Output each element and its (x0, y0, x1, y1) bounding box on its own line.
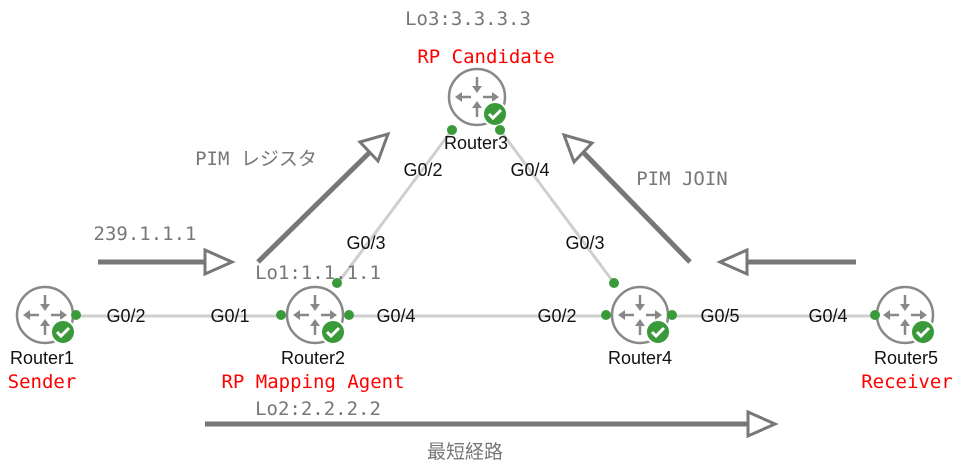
router-role: RP Candidate (417, 46, 554, 68)
interface-label: G0/2 (403, 160, 442, 180)
port-dots (71, 125, 880, 320)
group-address-label: 239.1.1.1 (94, 223, 197, 245)
link-r3-r4 (498, 129, 616, 284)
router-icon[interactable] (285, 285, 347, 346)
router-icon[interactable] (610, 285, 672, 346)
router-name: Router2 (281, 348, 345, 368)
interface-label: G0/4 (808, 306, 847, 326)
interface-label: G0/3 (346, 233, 385, 253)
router-icon[interactable] (875, 285, 937, 346)
loopback-label: Lo3:3.3.3.3 (405, 8, 531, 30)
arrow-pim-join (561, 132, 692, 264)
loopback-label: Lo2:2.2.2.2 (255, 398, 381, 420)
interface-label: G0/3 (565, 233, 604, 253)
pim-join-label: PIM JOIN (636, 168, 728, 190)
arrow-multicast-source (98, 247, 236, 277)
router-icon[interactable] (447, 67, 509, 128)
router-role: Receiver (861, 371, 953, 393)
interface-label: G0/1 (210, 306, 249, 326)
router-role: Sender (8, 371, 77, 393)
interface-label: G0/5 (700, 306, 739, 326)
router-name: Router3 (444, 133, 508, 153)
arrow-pim-join-horizontal (716, 247, 856, 277)
router-name: Router4 (608, 348, 672, 368)
arrow-shortest-path (205, 409, 779, 439)
interface-label: G0/2 (106, 306, 145, 326)
interface-label: G0/2 (537, 306, 576, 326)
link-r2-r3 (336, 129, 454, 284)
pim-register-label: PIM レジスタ (195, 148, 317, 170)
interface-label: G0/4 (510, 160, 549, 180)
loopback-label: Lo1:1.1.1.1 (255, 262, 381, 284)
arrow-pim-register (256, 131, 391, 264)
interface-label: G0/4 (376, 306, 415, 326)
router-name: Router1 (10, 348, 74, 368)
shortest-path-label: 最短経路 (427, 441, 503, 463)
router-icon[interactable] (15, 285, 77, 346)
router-role: RP Mapping Agent (221, 371, 404, 393)
router-name: Router5 (874, 348, 938, 368)
